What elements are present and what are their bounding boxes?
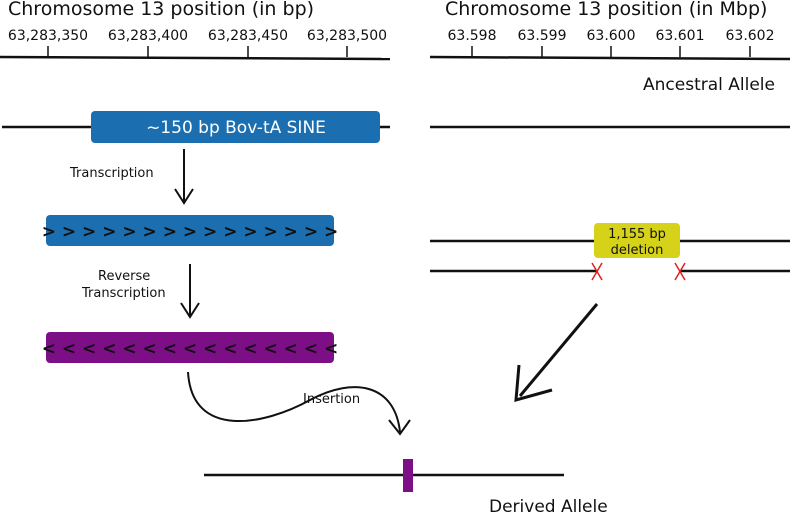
right-axis-tick-label: 63.601 xyxy=(656,28,705,44)
left-axis-tick-label: 63,283,450 xyxy=(208,28,288,44)
reverse-transcription-label: Transcription xyxy=(81,286,166,301)
left-position-axis: Chromosome 13 position (in bp) 63,283,35… xyxy=(0,0,391,61)
insertion-arrow xyxy=(187,371,411,436)
right-axis-title: Chromosome 13 position (in Mbp) xyxy=(445,0,767,20)
rna-transcript-box xyxy=(46,215,334,246)
deletion-to-derived-arrow xyxy=(514,303,599,403)
deletion-box xyxy=(594,223,680,258)
insertion-label: Insertion xyxy=(303,392,360,407)
left-axis-tick-label: 63,283,400 xyxy=(108,28,188,44)
right-position-axis: Chromosome 13 position (in Mbp) 63.598 6… xyxy=(429,0,791,61)
right-axis-tick-label: 63.598 xyxy=(448,28,497,44)
inserted-sine-marker xyxy=(403,459,413,492)
sine-element-box xyxy=(91,111,380,143)
deletion-size-label: 1,155 bp xyxy=(608,227,666,242)
cdna-reverse-strand: < < < < < < < < < < < < < < < xyxy=(42,339,339,359)
ancestral-allele-label: Ancestral Allele xyxy=(643,75,775,95)
cdna-box xyxy=(46,332,334,363)
breakpoint-right-icon xyxy=(674,262,686,281)
left-axis-tick-label: 63,283,350 xyxy=(8,28,88,44)
breakpoint-left-icon xyxy=(591,262,603,281)
right-axis-tick-label: 63.602 xyxy=(726,28,775,44)
left-axis-tick-label: 63,283,500 xyxy=(307,28,387,44)
transcription-label: Transcription xyxy=(69,166,154,181)
reverse-transcription-label: Reverse xyxy=(98,269,150,284)
transcription-arrow xyxy=(174,149,194,205)
right-axis-line xyxy=(429,55,791,61)
left-axis-title: Chromosome 13 position (in bp) xyxy=(8,0,314,20)
reverse-transcription-arrow xyxy=(180,264,200,319)
rna-forward-strand: > > > > > > > > > > > > > > > xyxy=(42,222,339,242)
right-axis-tick-label: 63.599 xyxy=(518,28,567,44)
sine-element-label: ~150 bp Bov-tA SINE xyxy=(146,118,326,138)
left-axis-line xyxy=(0,55,391,61)
deletion-type-label: deletion xyxy=(611,243,664,258)
derived-allele-label: Derived Allele xyxy=(489,497,608,514)
right-axis-tick-label: 63.600 xyxy=(587,28,636,44)
